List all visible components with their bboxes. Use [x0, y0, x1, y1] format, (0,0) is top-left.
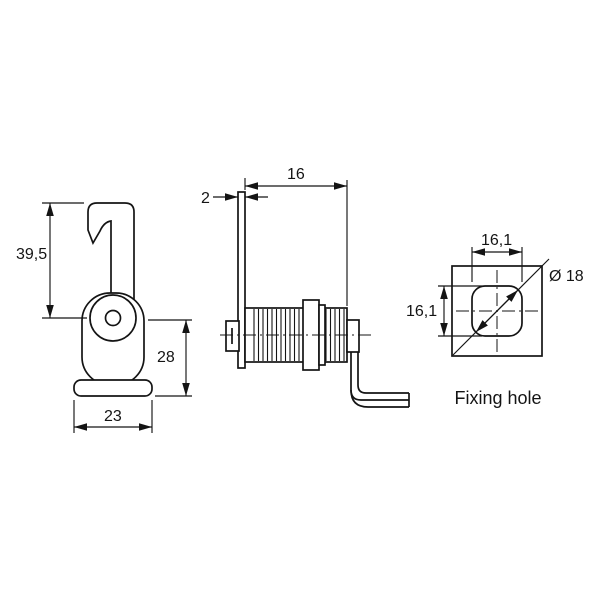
body-length-label: 16 [287, 166, 305, 183]
hole-width-label: 16,1 [481, 232, 512, 249]
dimension-center-to-base: 28 [148, 319, 192, 397]
hole-height-label: 16,1 [406, 303, 437, 320]
dimension-body-length: 16 [244, 166, 348, 306]
diameter-arrow-lower [475, 310, 498, 333]
base-width-label: 23 [104, 408, 122, 425]
dimension-base-width: 23 [73, 400, 153, 433]
fixing-hole-shape [471, 285, 523, 337]
rear-stub [346, 319, 360, 353]
dimension-cam-thickness: 2 [201, 190, 268, 207]
dimension-hook-height: 39,5 [16, 202, 87, 319]
lock-base-plate [73, 379, 153, 397]
bracket-lower [350, 389, 409, 408]
center-to-base-label: 28 [157, 349, 175, 366]
cam-plate-side [237, 191, 246, 369]
hook-height-label: 39,5 [16, 246, 47, 263]
side-view: 16 2 [201, 166, 410, 408]
hole-diameter-label: Ø 18 [549, 268, 584, 285]
lock-body-outline [81, 292, 145, 386]
hook-cam-outline [87, 202, 135, 306]
cylinder-inner-circle [104, 309, 122, 327]
bracket-inner [357, 352, 409, 394]
dimension-hole-height: 16,1 [406, 285, 482, 337]
cam-thickness-label: 2 [201, 190, 210, 207]
front-view: 39,5 28 23 [16, 202, 192, 433]
cylinder-outer-circle [89, 294, 137, 342]
dimension-hole-width: 16,1 [471, 232, 523, 282]
diameter-arrow-upper [496, 289, 519, 312]
fixing-hole-view: Ø 18 16,1 16,1 Fixing hole [406, 232, 584, 408]
fixing-hole-caption: Fixing hole [454, 388, 541, 408]
